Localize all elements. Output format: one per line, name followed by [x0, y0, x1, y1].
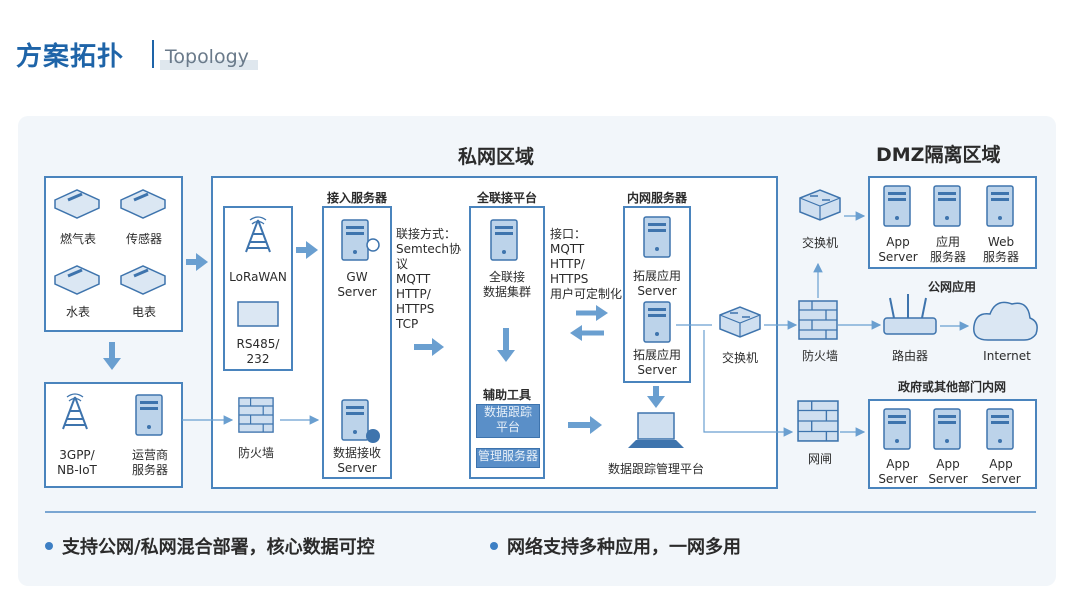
management-tool[interactable]: 管理服务器 — [476, 448, 540, 468]
connect-protocols-text: 联接方式： Semtech协议 MQTT HTTP/ HTTPS TCP — [396, 227, 461, 331]
page-subtitle: Topology — [165, 46, 249, 68]
subtitle-highlight — [160, 60, 258, 70]
dmz-web-server-label: Web 服务器 — [982, 235, 1019, 264]
bullet-2-text: 网络支持多种应用，一网多用 — [507, 537, 741, 558]
water-meter-label: 水表 — [65, 305, 90, 319]
gov-app-server-3-label: App Server — [981, 457, 1021, 486]
switch-center-label: 交换机 — [721, 351, 758, 365]
platform-title: 全联接平台 — [476, 191, 537, 205]
tracking-platform-label: 数据跟踪管理平台 — [607, 462, 704, 476]
intranet-servers-title: 内网服务器 — [626, 191, 687, 205]
firewall-left-label: 防火墙 — [237, 446, 274, 460]
switch-top-label: 交换机 — [801, 236, 838, 250]
firewall-right-label: 防火墙 — [801, 349, 838, 363]
interface-protocols-text: 接口： MQTT HTTP/ HTTPS 用户可定制化 — [550, 227, 623, 301]
access-servers-title: 接入服务器 — [326, 191, 387, 205]
gov-network-label: 政府或其他部门内网 — [897, 380, 1006, 394]
sensor-label: 传感器 — [125, 232, 162, 246]
tracking-tool[interactable]: 数据跟踪 平台 — [476, 404, 540, 438]
title-divider — [152, 40, 154, 68]
internet-label: Internet — [983, 349, 1031, 363]
cluster-label: 全联接 数据集群 — [482, 270, 531, 299]
gas-meter-label: 燃气表 — [59, 232, 96, 246]
nbiot-label: 3GPP/ NB-IoT — [57, 448, 97, 477]
zone-dmz-title: DMZ隔离区域 — [876, 144, 1001, 166]
zone-private-title: 私网区域 — [458, 146, 535, 168]
aux-tools-title: 辅助工具 — [482, 388, 531, 402]
operator-server-label: 运营商 服务器 — [131, 448, 168, 477]
ext-app-2-label: 拓展应用 Server — [632, 348, 681, 377]
gateway-label: 网闸 — [807, 452, 832, 466]
rs485-label: RS485/ 232 — [236, 337, 280, 366]
dmz-app-server-label: App Server — [878, 235, 918, 264]
gw-server-label: GW Server — [337, 270, 377, 299]
electric-meter-label: 电表 — [131, 305, 156, 319]
lorawan-label: LoRaWAN — [229, 270, 287, 284]
data-recv-server-label: 数据接收 Server — [332, 446, 381, 475]
bullet-dot-1 — [45, 542, 53, 550]
gov-app-server-1-label: App Server — [878, 457, 918, 486]
dmz-application-server-label: 应用 服务器 — [929, 235, 966, 264]
gov-app-server-2-label: App Server — [928, 457, 968, 486]
page-title: 方案拓扑 — [16, 42, 125, 72]
public-app-label: 公网应用 — [927, 280, 976, 294]
router-label: 路由器 — [891, 349, 928, 363]
bullet-1-text: 支持公网/私网混合部署，核心数据可控 — [62, 537, 375, 558]
bullet-dot-2 — [490, 542, 498, 550]
ext-app-1-label: 拓展应用 Server — [632, 269, 681, 298]
